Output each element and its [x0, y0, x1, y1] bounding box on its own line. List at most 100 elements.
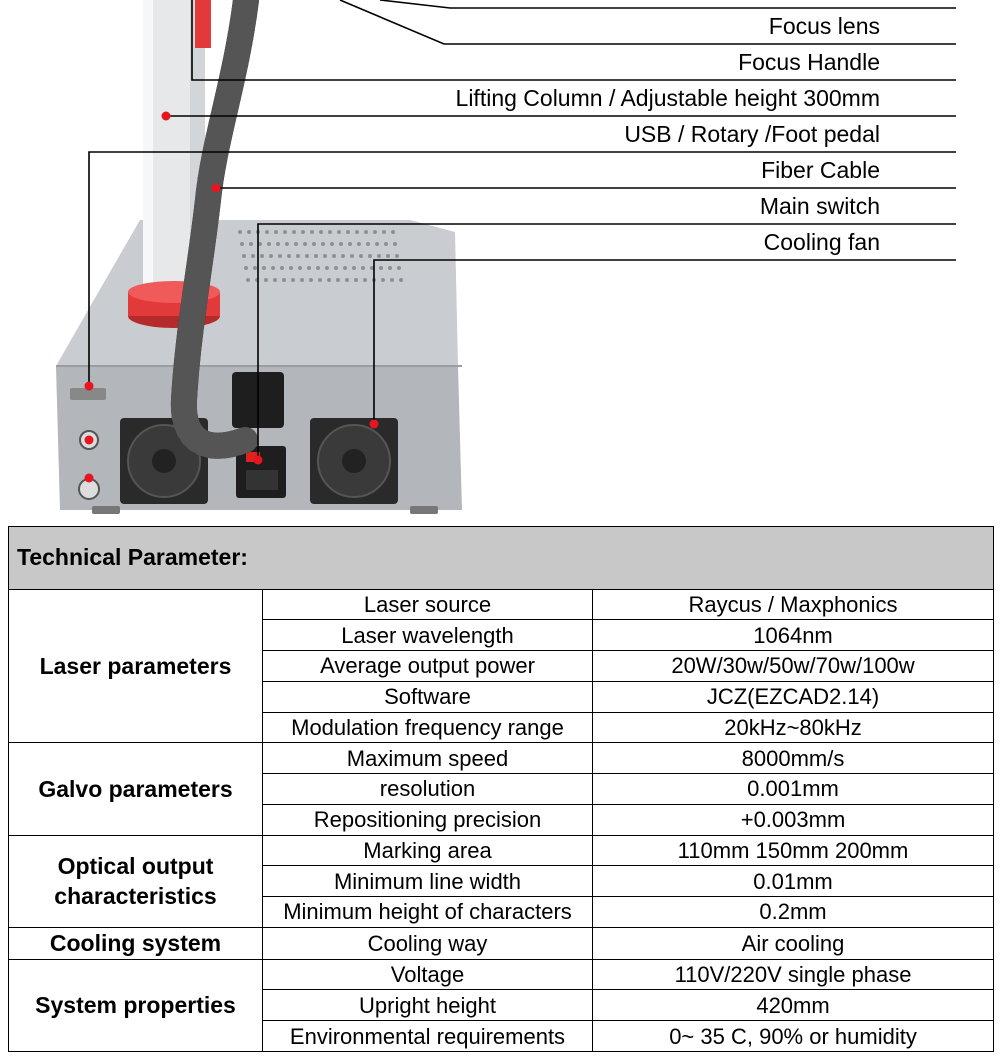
vent-hole: [271, 266, 275, 270]
vent-hole: [327, 278, 331, 282]
parameter-value-cell: 110mm 150mm 200mm: [591, 834, 995, 867]
vent-hole: [339, 242, 343, 246]
vent-holes: [238, 230, 403, 282]
parameter-value-cell: 0.001mm: [591, 773, 995, 805]
parameter-name-cell: Average output power: [262, 650, 593, 682]
vent-hole: [370, 266, 374, 270]
parameter-value-cell: 1064nm: [591, 619, 995, 652]
parameter-value-cell: Raycus / Maxphonics: [591, 588, 995, 621]
vent-hole: [348, 242, 352, 246]
table-title-row: Technical Parameter:: [7, 526, 995, 590]
vent-hole: [314, 254, 318, 258]
vent-hole: [384, 242, 388, 246]
vent-hole: [321, 242, 325, 246]
callout-marker-dot: [253, 455, 263, 465]
parameter-name-cell: Maximum speed: [262, 742, 593, 775]
vent-hole: [246, 278, 250, 282]
vent-hole: [341, 254, 345, 258]
vent-hole: [319, 230, 323, 234]
callout-marker-dot: [369, 419, 379, 429]
vent-hole: [330, 242, 334, 246]
vent-hole: [325, 266, 329, 270]
vent-hole: [287, 254, 291, 258]
vent-hole: [382, 230, 386, 234]
parameter-value-cell: 0.2mm: [591, 896, 995, 928]
parameter-name-cell: Cooling way: [262, 926, 593, 960]
vent-hole: [334, 266, 338, 270]
vent-hole: [397, 266, 401, 270]
parameter-name-cell: Repositioning precision: [262, 803, 593, 836]
vent-hole: [312, 242, 316, 246]
vent-hole: [258, 242, 262, 246]
vent-hole: [355, 230, 359, 234]
parameter-name-cell: Laser source: [262, 588, 593, 621]
vent-hole: [260, 254, 264, 258]
vent-hole: [354, 278, 358, 282]
callout-focus-handle: Focus Handle: [738, 49, 880, 75]
vent-hole: [323, 254, 327, 258]
parameter-value-cell: 420mm: [591, 989, 995, 1022]
parameter-name-cell: Software: [262, 680, 593, 713]
vent-hole: [269, 254, 273, 258]
vent-hole: [337, 230, 341, 234]
parameter-value-cell: JCZ(EZCAD2.14): [591, 680, 995, 713]
table-title: Technical Parameter:: [7, 526, 995, 590]
group-name-cell: System properties: [8, 958, 263, 1053]
parameter-name-cell: Voltage: [262, 958, 593, 991]
vent-hole: [276, 242, 280, 246]
parameter-value-cell: 0~ 35 C, 90% or humidity: [591, 1020, 995, 1052]
callout-markers: [84, 111, 379, 483]
vent-hole: [253, 266, 257, 270]
parameter-value-cell: 110V/220V single phase: [591, 958, 995, 991]
group-name-cell: Cooling system: [8, 926, 263, 960]
vent-hole: [373, 230, 377, 234]
vent-hole: [388, 266, 392, 270]
vent-hole: [390, 278, 394, 282]
vent-hole: [265, 230, 269, 234]
callout-marker-dot: [84, 435, 94, 445]
parameter-name-cell: resolution: [262, 773, 593, 805]
group-name-cell: Laser parameters: [8, 588, 263, 744]
leader-lines: [88, 0, 956, 460]
parameter-name-cell: Modulation frequency range: [262, 711, 593, 744]
callout-marker-dot: [211, 183, 221, 193]
vent-hole: [262, 266, 266, 270]
vent-hole: [247, 230, 251, 234]
vent-hole: [296, 254, 300, 258]
leader-line: [379, 0, 956, 9]
machine-diagram: Focus lens Focus Handle Lifting Column /…: [0, 0, 1000, 520]
vent-hole: [361, 266, 365, 270]
vent-hole: [395, 254, 399, 258]
vent-hole: [267, 242, 271, 246]
parameter-name-cell: Environmental requirements: [262, 1020, 593, 1052]
vent-hole: [366, 242, 370, 246]
vent-hole: [291, 278, 295, 282]
vent-hole: [283, 230, 287, 234]
focus-handle-strip: [195, 0, 211, 48]
vent-hole: [301, 230, 305, 234]
vent-hole: [264, 278, 268, 282]
parameter-name-cell: Minimum height of characters: [262, 896, 593, 928]
leader-line: [88, 151, 956, 386]
foot-right: [410, 506, 438, 514]
vent-hole: [318, 278, 322, 282]
vent-hole: [379, 266, 383, 270]
vent-hole: [307, 266, 311, 270]
vent-hole: [368, 254, 372, 258]
vent-hole: [280, 266, 284, 270]
vent-hole: [375, 242, 379, 246]
vent-hole: [328, 230, 332, 234]
vent-hole: [316, 266, 320, 270]
parameter-value-cell: 20kHz~80kHz: [591, 711, 995, 744]
machine-illustration: [56, 0, 956, 514]
parameter-name-cell: Marking area: [262, 834, 593, 867]
vent-hole: [357, 242, 361, 246]
vent-hole: [336, 278, 340, 282]
